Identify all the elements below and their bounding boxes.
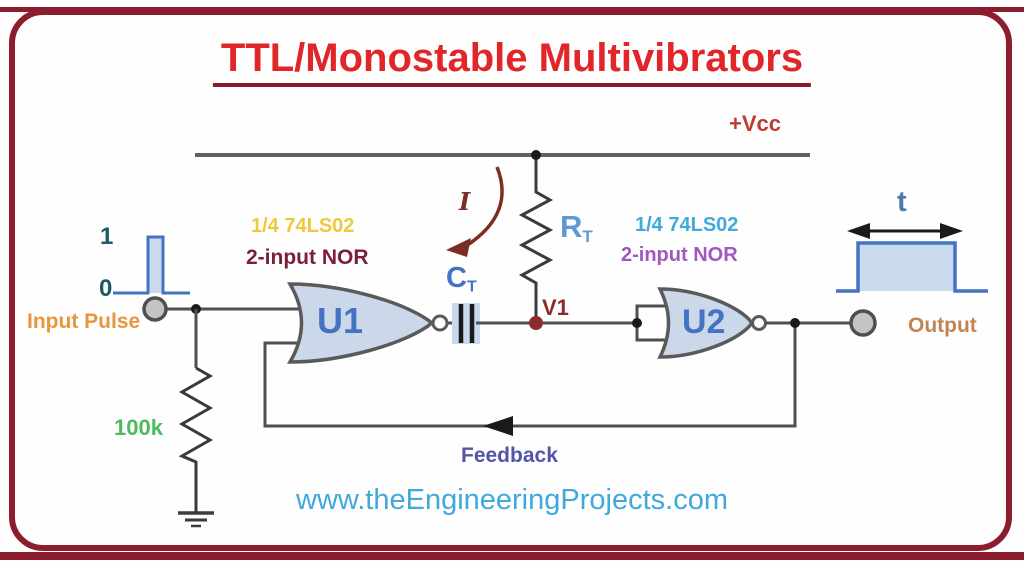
- resistor-rt: [518, 157, 554, 318]
- rt-label: RT: [560, 209, 593, 247]
- u1-type-label: 2-input NOR: [246, 246, 369, 269]
- rt-symbol: R: [560, 209, 583, 244]
- input-pulse-waveform: [113, 235, 190, 295]
- u1-inverter-bubble: [431, 314, 449, 332]
- current-label: I: [459, 187, 471, 216]
- output-pulse-waveform: [836, 241, 988, 293]
- v1-node: [529, 316, 543, 330]
- diagram-border: [9, 9, 1012, 551]
- resistor-100k: [178, 366, 214, 513]
- diagram-title: TTL/Monostable Multivibrators: [212, 36, 812, 87]
- ct-symbol: C: [446, 262, 467, 294]
- u2-type-label: 2-input NOR: [621, 244, 738, 266]
- feedback-arrow-icon: [483, 416, 513, 436]
- u1-chip-label: 1/4 74LS02: [251, 215, 355, 237]
- capacitor-highlight: [452, 303, 480, 344]
- current-arrowhead-icon: [446, 238, 471, 257]
- rail-junction-dot: [531, 150, 541, 160]
- logic-low-label: 0: [99, 275, 113, 302]
- feedback-label: Feedback: [461, 444, 558, 467]
- input-terminal: [142, 296, 168, 322]
- output-pulse-fill: [858, 243, 955, 291]
- current-arrow-icon: [465, 166, 504, 248]
- ground-icon: [178, 511, 214, 528]
- logic-high-label: 1: [100, 223, 114, 250]
- u2-inverter-bubble: [751, 315, 767, 331]
- output-terminal: [849, 309, 877, 337]
- u2-gate-label: U2: [682, 303, 726, 341]
- nor-gate-u2: [657, 287, 755, 359]
- time-arrow-icon: [847, 223, 963, 239]
- capacitor-ct: [458, 304, 475, 343]
- resistor-value-label: 100k: [114, 415, 163, 440]
- vcc-label: +Vcc: [729, 111, 781, 136]
- website-label: www.theEngineeringProjects.com: [296, 484, 728, 516]
- nor-gate-u1: [286, 282, 435, 364]
- output-label: Output: [908, 314, 977, 337]
- ct-label: CT: [446, 262, 477, 296]
- frame-bottom-line: [0, 552, 1024, 560]
- input-pulse-label: Input Pulse: [27, 310, 141, 333]
- rt-subscript: T: [582, 226, 593, 246]
- u1-gate-label: U1: [317, 300, 364, 341]
- time-label: t: [897, 186, 907, 218]
- ct-subscript: T: [466, 278, 477, 296]
- output-junction-dot: [790, 318, 800, 328]
- input-pulse-fill: [148, 237, 163, 293]
- u2-input-junction-dot: [632, 318, 642, 328]
- u2-chip-label: 1/4 74LS02: [635, 214, 739, 236]
- feedback-wire: [263, 323, 797, 428]
- v1-label: V1: [542, 295, 569, 320]
